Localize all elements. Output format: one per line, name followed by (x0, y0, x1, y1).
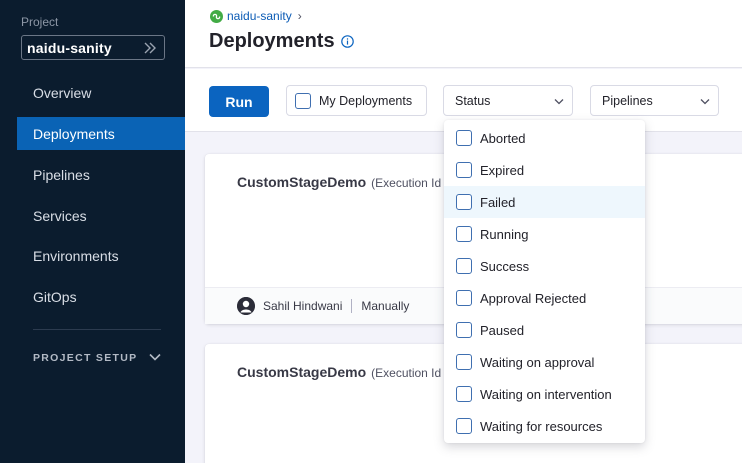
sidebar-item-pipelines[interactable]: Pipelines (33, 166, 90, 183)
my-deployments-label: My Deployments (319, 93, 413, 108)
pipeline-name[interactable]: CustomStageDemo (237, 174, 367, 190)
checkbox[interactable] (456, 162, 472, 178)
option-label: Running (480, 226, 529, 242)
option-label: Paused (480, 322, 525, 338)
sidebar-item-services[interactable]: Services (33, 207, 87, 224)
toolbar: Run My Deployments Status Pipelines (185, 69, 742, 132)
sidebar-divider (33, 329, 161, 330)
page-title: Deployments (209, 30, 335, 52)
status-menu: Aborted Expired Failed Running Success A… (444, 120, 645, 443)
execution-card-title: CustomStageDemo (Execution Id (237, 174, 441, 190)
option-label: Success (480, 258, 530, 274)
option-label: Expired (480, 162, 525, 178)
project-name: naidu-sanity (27, 39, 112, 56)
sidebar-item-overview[interactable]: Overview (33, 84, 92, 101)
user-avatar-icon (237, 297, 255, 315)
checkbox[interactable] (456, 418, 472, 434)
status-option-waiting-on-intervention[interactable]: Waiting on intervention (444, 378, 645, 410)
project-icon (210, 9, 223, 23)
status-option-aborted[interactable]: Aborted (444, 122, 645, 154)
project-setup-toggle[interactable]: PROJECT SETUP (33, 348, 161, 368)
pipelines-dropdown-label: Pipelines (602, 93, 653, 108)
info-icon[interactable] (340, 35, 354, 48)
option-label: Failed (480, 194, 516, 210)
page-header: naidu-sanity › Deployments (185, 0, 742, 68)
execution-card-title: CustomStageDemo (Execution Id (237, 364, 441, 380)
option-label: Waiting for resources (480, 418, 603, 434)
execution-id: (Execution Id (371, 176, 442, 190)
option-label: Waiting on approval (480, 354, 595, 370)
sidebar-item-environments[interactable]: Environments (33, 247, 119, 264)
chevron-down-icon (149, 352, 161, 364)
footer-divider (351, 299, 353, 313)
checkbox[interactable] (456, 226, 472, 242)
pipelines-dropdown[interactable]: Pipelines (590, 85, 719, 116)
my-deployments-checkbox[interactable] (295, 92, 311, 109)
status-option-waiting-on-approval[interactable]: Waiting on approval (444, 346, 645, 378)
status-dropdown-label: Status (455, 93, 491, 108)
triggered-by-user: Sahil Hindwani (263, 299, 343, 313)
chevron-down-icon (700, 94, 710, 108)
sidebar: Project naidu-sanity Overview Deployment… (0, 0, 185, 463)
status-dropdown[interactable]: Status (443, 85, 573, 116)
checkbox[interactable] (456, 130, 472, 146)
pipeline-name[interactable]: CustomStageDemo (237, 364, 367, 380)
status-option-expired[interactable]: Expired (444, 154, 645, 186)
status-option-running[interactable]: Running (444, 218, 645, 250)
checkbox[interactable] (456, 386, 472, 402)
chevron-down-icon (554, 94, 564, 108)
checkbox[interactable] (456, 258, 472, 274)
checkbox[interactable] (456, 290, 472, 306)
status-option-success[interactable]: Success (444, 250, 645, 282)
project-setup-label: PROJECT SETUP (33, 352, 138, 364)
trigger-type: Manually (361, 299, 410, 313)
breadcrumb[interactable]: naidu-sanity › (210, 9, 302, 23)
page-title-wrap: Deployments (209, 30, 354, 53)
run-button[interactable]: Run (209, 86, 269, 117)
my-deployments-toggle[interactable]: My Deployments (286, 85, 427, 116)
sidebar-item-gitops[interactable]: GitOps (33, 288, 77, 305)
status-option-waiting-for-resources[interactable]: Waiting for resources (444, 410, 645, 442)
status-option-failed[interactable]: Failed (444, 186, 645, 218)
option-label: Approval Rejected (480, 290, 587, 306)
project-selector[interactable]: naidu-sanity (21, 35, 165, 60)
checkbox[interactable] (456, 322, 472, 338)
option-label: Waiting on intervention (480, 386, 612, 402)
double-chevron-right-icon (140, 38, 160, 58)
status-option-paused[interactable]: Paused (444, 314, 645, 346)
checkbox[interactable] (456, 194, 472, 210)
option-label: Aborted (480, 130, 526, 146)
sidebar-item-deployments[interactable]: Deployments (17, 117, 185, 150)
checkbox[interactable] (456, 354, 472, 370)
breadcrumb-separator: › (297, 9, 302, 23)
project-label: Project (21, 15, 59, 29)
execution-id: (Execution Id (371, 366, 442, 380)
breadcrumb-project[interactable]: naidu-sanity (227, 9, 292, 23)
status-option-approval-rejected[interactable]: Approval Rejected (444, 282, 645, 314)
